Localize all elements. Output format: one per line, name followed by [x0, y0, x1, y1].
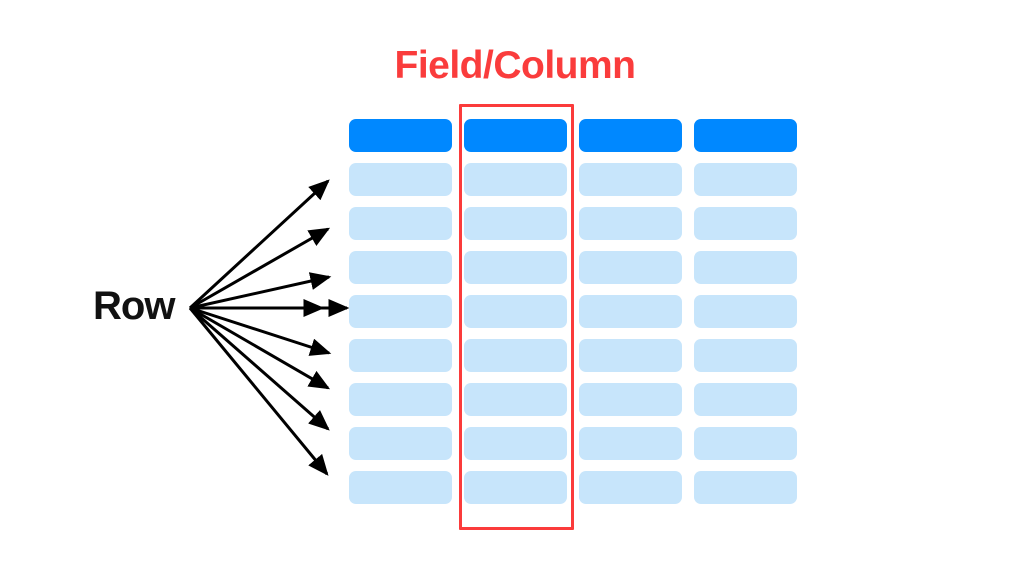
- table-cell-r1-c2[interactable]: [464, 163, 567, 196]
- table-cell-r5-c3[interactable]: [579, 339, 682, 372]
- table-cell-r7-c4[interactable]: [694, 427, 797, 460]
- table-cell-r1-c1[interactable]: [349, 163, 452, 196]
- row-arrow-1: [188, 179, 330, 310]
- table-header-cell-4[interactable]: [694, 119, 797, 152]
- table-row: [349, 207, 797, 240]
- table-cell-r3-c1[interactable]: [349, 251, 452, 284]
- table-row: [349, 339, 797, 372]
- table-cell-r3-c2[interactable]: [464, 251, 567, 284]
- table-cell-r2-c4[interactable]: [694, 207, 797, 240]
- table-cell-r4-c1[interactable]: [349, 295, 452, 328]
- table-cell-r5-c4[interactable]: [694, 339, 797, 372]
- row-arrow-8: [188, 307, 329, 476]
- table-cell-r5-c1[interactable]: [349, 339, 452, 372]
- table-cell-r7-c1[interactable]: [349, 427, 452, 460]
- row-label: Row: [93, 284, 175, 329]
- table-header-cell-2[interactable]: [464, 119, 567, 152]
- table-header-row: [349, 119, 797, 152]
- table-cell-r6-c1[interactable]: [349, 383, 452, 416]
- table-cell-r2-c2[interactable]: [464, 207, 567, 240]
- table-cell-r3-c4[interactable]: [694, 251, 797, 284]
- table-cell-r1-c4[interactable]: [694, 163, 797, 196]
- row-arrow-3: [189, 272, 332, 310]
- table-cell-r7-c2[interactable]: [464, 427, 567, 460]
- page-title-text: Field/Column: [394, 44, 637, 87]
- table-cell-r8-c4[interactable]: [694, 471, 797, 504]
- table-cell-r6-c3[interactable]: [579, 383, 682, 416]
- table-header-cell-1[interactable]: [349, 119, 452, 152]
- table-row: [349, 163, 797, 196]
- table-cell-r6-c4[interactable]: [694, 383, 797, 416]
- table-cell-r6-c2[interactable]: [464, 383, 567, 416]
- page-title: Field/Column: [0, 44, 1024, 88]
- table-cell-r4-c3[interactable]: [579, 295, 682, 328]
- table-row: [349, 427, 797, 460]
- table-cell-r2-c1[interactable]: [349, 207, 452, 240]
- row-arrow-2: [189, 227, 331, 310]
- table-grid: [349, 119, 797, 504]
- table-cell-r1-c3[interactable]: [579, 163, 682, 196]
- table-row: [349, 295, 797, 328]
- table-row: [349, 251, 797, 284]
- table-cell-r8-c2[interactable]: [464, 471, 567, 504]
- table-cell-r5-c2[interactable]: [464, 339, 567, 372]
- table-row: [349, 471, 797, 504]
- table-cell-r4-c4[interactable]: [694, 295, 797, 328]
- table-cell-r4-c2[interactable]: [464, 295, 567, 328]
- table-header-cell-3[interactable]: [579, 119, 682, 152]
- table-cell-r2-c3[interactable]: [579, 207, 682, 240]
- table-row: [349, 383, 797, 416]
- table-cell-r7-c3[interactable]: [579, 427, 682, 460]
- column-highlight-rect: [459, 104, 574, 530]
- row-label-text: Row: [93, 284, 175, 328]
- row-arrow-5: [189, 306, 332, 356]
- row-arrow-6: [189, 306, 331, 390]
- row-arrow-7: [189, 306, 330, 431]
- table-cell-r8-c1[interactable]: [349, 471, 452, 504]
- table-cell-r3-c3[interactable]: [579, 251, 682, 284]
- table-cell-r8-c3[interactable]: [579, 471, 682, 504]
